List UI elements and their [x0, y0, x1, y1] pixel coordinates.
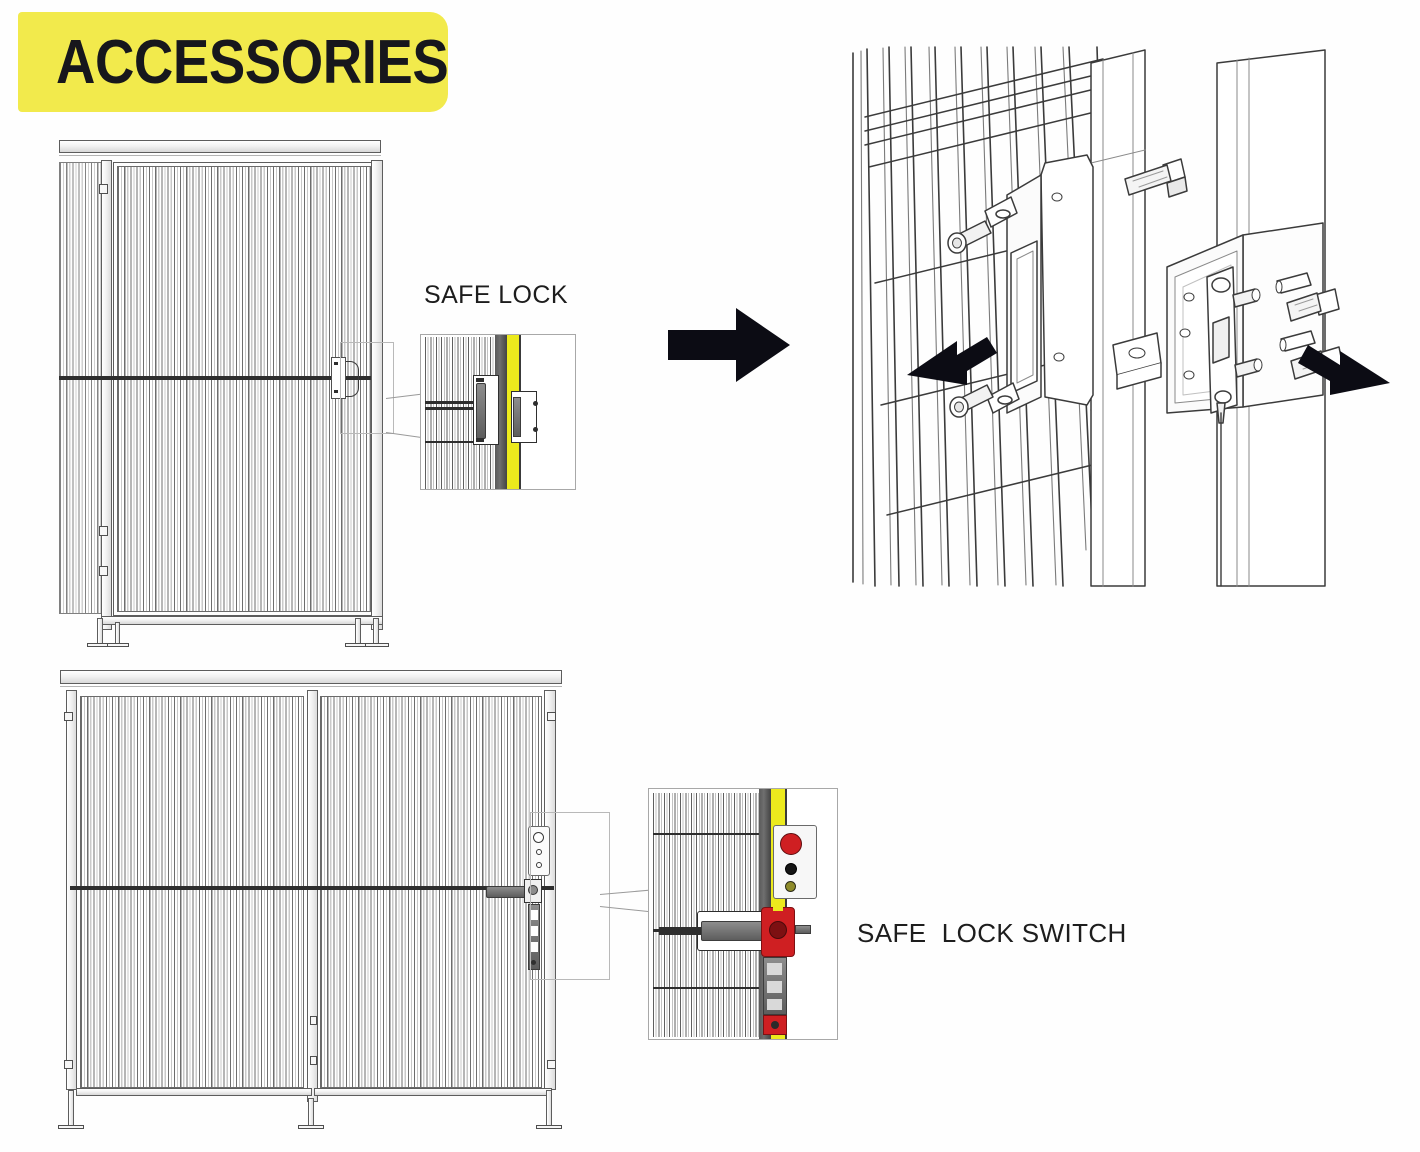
double-gate-leg-centre — [308, 1098, 314, 1128]
detail-strike-core — [513, 397, 521, 437]
double-gate-bottom-rail-left — [76, 1088, 312, 1096]
gate-foot-inner — [107, 643, 129, 647]
figure-single-leaf-gate — [55, 138, 389, 648]
detail-lock-screw-bottom — [476, 438, 484, 442]
gate-lock-rail-slot-c — [530, 942, 538, 952]
latch-rail-slot-b — [767, 981, 782, 993]
double-gate-top-rail — [60, 670, 562, 684]
accessories-title-banner: ACCESSORIES — [18, 12, 449, 112]
gate-bottom-rail — [101, 616, 383, 625]
latch-rail-slot-a — [767, 963, 782, 975]
gate-lock-rail — [528, 904, 540, 970]
double-gate-leaf-left — [80, 696, 304, 1088]
detail-pointer-arrow — [668, 306, 790, 384]
double-gate-centre-catch-lower — [310, 1056, 317, 1065]
double-gate-bottom-rail-right — [314, 1088, 552, 1096]
double-gate-post-left — [66, 690, 77, 1090]
gate-hinge-lower — [99, 526, 108, 536]
gate-lock-plate — [331, 357, 346, 399]
double-gate-hinge-left-lower — [64, 1060, 73, 1069]
olive-indicator-light[interactable] — [785, 881, 796, 892]
safe-lock-callout-region — [340, 342, 394, 434]
red-lock-pin — [795, 925, 811, 934]
gate-lock-rail-slot-b — [530, 926, 538, 936]
control-box-button-small[interactable] — [536, 862, 542, 868]
gate-handle-icon — [346, 361, 359, 397]
detail-strike-pin-lower — [533, 427, 538, 432]
detail-cross-wire-c — [425, 441, 499, 443]
double-gate-hinge-right-upper — [547, 712, 556, 721]
page-title: ACCESSORIES — [56, 27, 449, 97]
red-lock-hub[interactable] — [769, 921, 787, 939]
detail-lock-core — [476, 383, 486, 439]
gate-leaf-mesh — [117, 166, 371, 612]
exploded-arrow-right-hotspot — [1298, 345, 1390, 395]
gate-lock-knob[interactable] — [528, 885, 538, 895]
double-gate-hinge-right-lower — [547, 1060, 556, 1069]
gate-lock-rail-pin — [531, 960, 536, 965]
control-box-button-mid[interactable] — [536, 849, 542, 855]
lock-plate-screw-top — [334, 362, 338, 365]
gate-foot-far-right — [365, 643, 389, 647]
double-gate-top-rail-shadow — [60, 686, 562, 687]
double-gate-leg-right — [546, 1090, 552, 1128]
double-gate-leg-left — [68, 1090, 74, 1128]
gate-lock-rail-slot-a — [530, 910, 538, 920]
gate-mid-rail — [59, 376, 375, 380]
detail-dark-post — [495, 335, 507, 489]
switch-detail-cross-wire-c — [653, 987, 763, 989]
double-gate-centre-catch-upper — [310, 1016, 317, 1025]
assembly-arrow-left — [907, 337, 997, 385]
safe-lock-switch-callout-region — [530, 812, 610, 980]
switch-detail-cross-wire-a — [653, 833, 763, 835]
double-gate-foot-centre — [298, 1125, 324, 1129]
figure-double-leaf-gate — [58, 668, 578, 1136]
figure-exploded-lock-assembly — [845, 45, 1400, 590]
exploded-arrow-left-hotspot — [907, 337, 999, 387]
safe-lock-switch-label: SAFE LOCK SWITCH — [857, 918, 1127, 948]
double-gate-hinge-left-upper — [64, 712, 73, 721]
top-rail-shadow — [59, 155, 381, 156]
safe-lock-detail-panel — [420, 334, 576, 490]
double-gate-post-centre — [307, 690, 318, 1102]
control-box-button-large[interactable] — [533, 832, 544, 843]
gate-leg-right — [355, 618, 361, 646]
latch-rail-slot-c — [767, 999, 782, 1010]
safe-lock-switch-detail-panel — [648, 788, 838, 1040]
double-gate-mid-rail — [70, 886, 554, 890]
assembly-arrow-right — [1298, 345, 1390, 395]
detail-cross-wire-a — [425, 401, 499, 404]
switch-detail-bar-rod — [659, 927, 701, 935]
switch-detail-push-bar[interactable] — [701, 921, 767, 941]
gate-leg-far-right — [373, 618, 379, 646]
red-lock-yellow-tab — [773, 901, 783, 911]
double-gate-foot-left — [58, 1125, 84, 1129]
gate-top-rail — [59, 140, 381, 153]
black-push-button[interactable] — [785, 863, 797, 875]
safe-lock-label: SAFE LOCK — [424, 281, 568, 309]
detail-cross-wire-b — [425, 407, 499, 410]
detail-lock-screw-top — [476, 378, 484, 382]
detail-strike-pin-upper — [533, 401, 538, 406]
gate-leg-left — [97, 618, 103, 646]
background-mesh-panel — [59, 162, 103, 614]
gate-hinge-post — [101, 160, 112, 630]
emergency-stop-button[interactable] — [780, 833, 802, 855]
gate-hinge-upper — [99, 184, 108, 194]
latch-rail-end-pin — [771, 1021, 779, 1029]
gate-hinge-bottom — [99, 566, 108, 576]
lock-plate-screw-bottom — [334, 390, 338, 393]
double-gate-foot-right — [536, 1125, 562, 1129]
